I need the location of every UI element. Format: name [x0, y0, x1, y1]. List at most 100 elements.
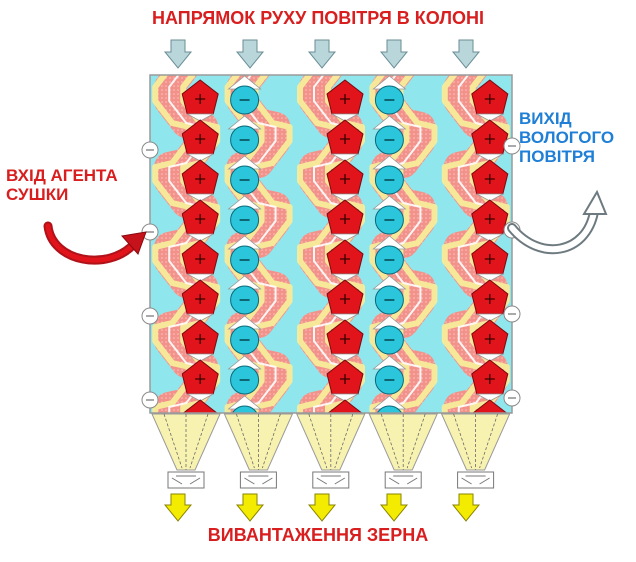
drying-column [141, 74, 521, 414]
discharge-hoppers [151, 413, 511, 489]
exhaust-duct [372, 315, 407, 355]
supply-duct [326, 319, 364, 362]
plus-icon [195, 214, 206, 224]
duct-deflector [476, 273, 503, 282]
discharge-gate [457, 471, 495, 489]
hopper-guide [380, 413, 426, 470]
duct-deflector [187, 353, 214, 362]
exhaust-duct [227, 195, 262, 235]
plus-icon [195, 294, 206, 304]
duct-deflector [331, 353, 359, 362]
discharge-gate [239, 471, 277, 489]
supply-duct [471, 159, 509, 202]
duct-deflector [476, 313, 503, 322]
supply-duct [471, 359, 509, 402]
duct-deflector [476, 393, 503, 402]
exhaust-duct [227, 155, 262, 195]
duct-deflector [331, 273, 359, 282]
plus-icon [484, 254, 495, 264]
exhaust-duct [227, 235, 262, 275]
down-arrow-icon [451, 493, 481, 522]
plus-icon [484, 334, 495, 344]
supply-duct-body [327, 399, 363, 413]
supply-duct [471, 199, 509, 242]
plus-icon [340, 374, 350, 384]
plus-icon [340, 174, 350, 184]
supply-duct [326, 199, 364, 242]
down-arrow-icon [163, 39, 193, 69]
duct-deflector [331, 393, 359, 402]
duct-deflector [331, 313, 359, 322]
down-arrow-icon [379, 39, 409, 69]
duct-deflector [476, 353, 503, 362]
supply-duct [181, 359, 219, 402]
exhaust-duct [372, 395, 407, 413]
discharge-gate [167, 471, 205, 489]
plus-icon [484, 134, 495, 144]
plus-icon [340, 334, 350, 344]
hopper-guide [308, 413, 354, 470]
hopper-guide [236, 413, 281, 470]
duct-deflector [476, 113, 503, 122]
plus-icon [484, 94, 495, 104]
duct-deflector [331, 233, 359, 242]
duct-deflector [187, 393, 214, 402]
outlet-arrow [507, 189, 608, 255]
duct-deflector [476, 233, 503, 242]
supply-duct [472, 399, 508, 413]
exhaust-duct [372, 155, 407, 195]
plus-icon [340, 94, 350, 104]
supply-duct-body [472, 399, 508, 413]
supply-duct [181, 79, 219, 122]
plus-icon [195, 94, 206, 104]
down-arrow-icon [451, 39, 481, 69]
plus-icon [340, 294, 350, 304]
supply-duct [181, 239, 219, 282]
plus-icon [484, 214, 495, 224]
duct-deflector [187, 233, 214, 242]
supply-duct [326, 239, 364, 282]
hopper-guide [453, 413, 498, 470]
exhaust-duct-body [231, 405, 258, 413]
gate-mechanism [388, 475, 418, 485]
supply-duct [471, 239, 509, 282]
gate-mechanism [461, 475, 490, 485]
supply-duct [327, 399, 363, 413]
gate-mechanism [171, 475, 201, 485]
exhaust-duct [372, 235, 407, 275]
down-arrow-icon [163, 493, 193, 522]
exhaust-duct [227, 275, 262, 315]
plus-icon [340, 214, 350, 224]
down-arrow-icon [235, 39, 265, 69]
down-arrow-icon [379, 493, 409, 522]
column-channels [152, 75, 510, 413]
hopper-guide [163, 413, 209, 470]
duct-deflector [476, 193, 503, 202]
plus-icon [484, 374, 495, 384]
down-arrow-icon [235, 493, 265, 522]
airflow-direction-title: НАПРЯМОК РУХУ ПОВІТРЯ В КОЛОНІ [152, 8, 484, 28]
duct-deflector [187, 193, 214, 202]
supply-duct [182, 399, 218, 413]
supply-duct-body [182, 399, 218, 413]
down-arrow-icon [307, 39, 337, 69]
supply-duct [471, 119, 509, 162]
discharge-gate [384, 471, 422, 489]
down-arrow-icon [307, 493, 337, 522]
inlet-arrow [43, 221, 147, 265]
plus-icon [195, 374, 206, 384]
supply-duct [326, 159, 364, 202]
plus-icon [195, 334, 206, 344]
plus-icon [340, 134, 350, 144]
exhaust-duct [372, 275, 407, 315]
exhaust-duct [227, 75, 262, 115]
plus-icon [484, 294, 495, 304]
exhaust-duct [372, 355, 407, 395]
supply-duct [326, 119, 364, 162]
supply-duct [181, 319, 219, 362]
plus-icon [340, 254, 350, 264]
duct-deflector [187, 113, 214, 122]
